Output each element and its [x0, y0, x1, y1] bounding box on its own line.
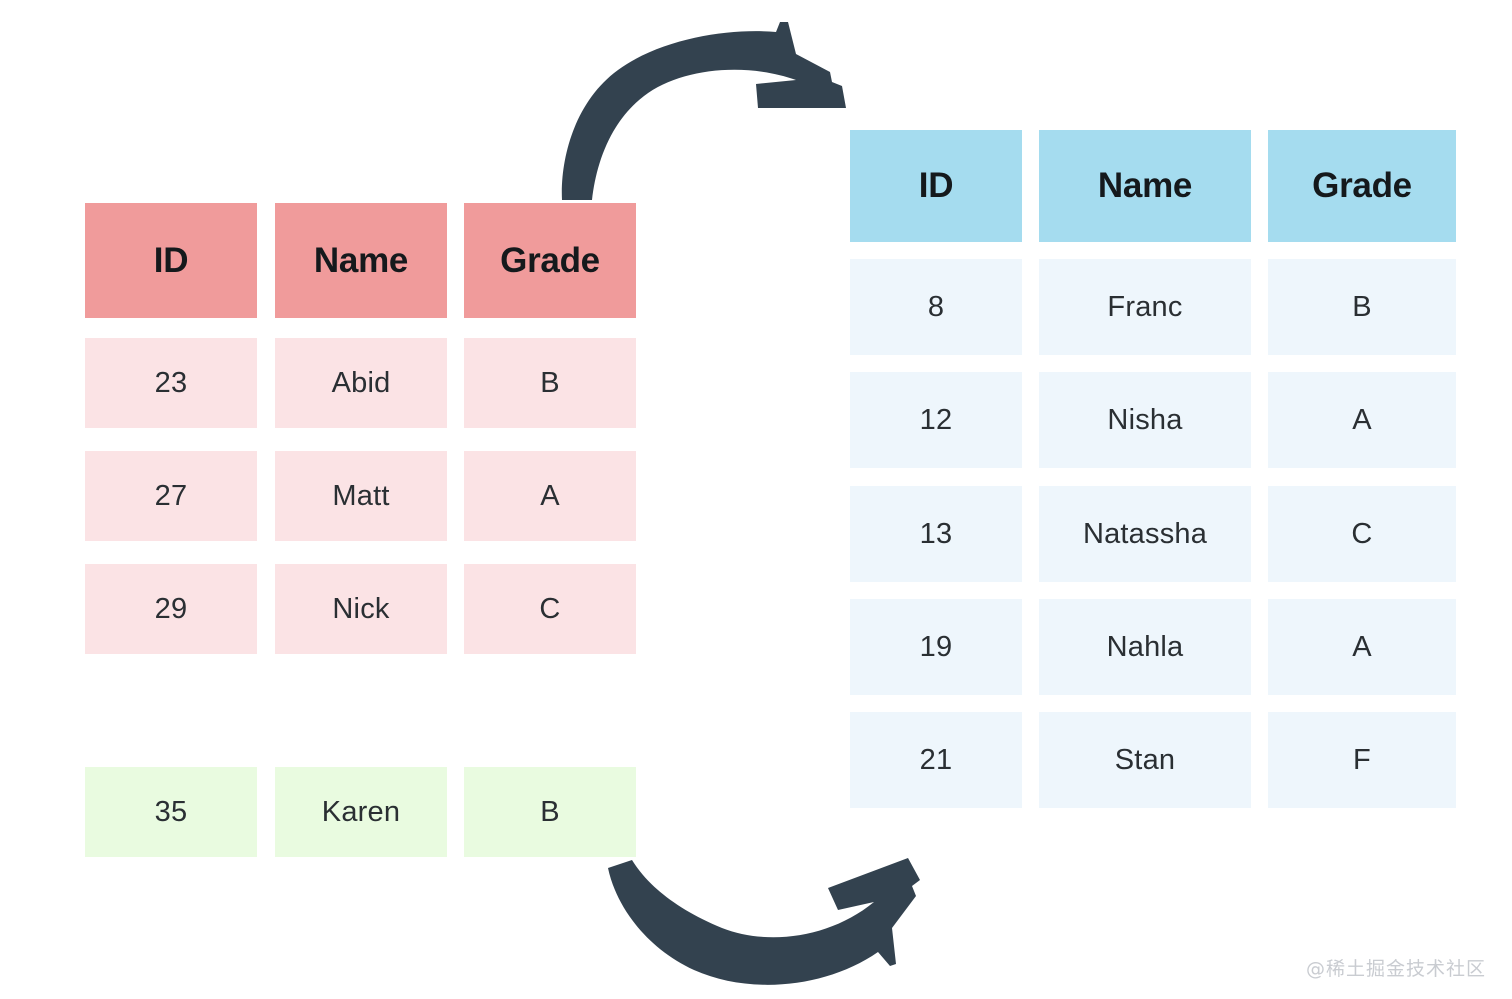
arrow-right-to-left-bottom-icon — [608, 858, 920, 985]
right-table-row: A — [1268, 372, 1456, 468]
left-table-header-name: Name — [275, 203, 447, 318]
left-table-row: B — [464, 338, 636, 428]
right-table-row: Nahla — [1039, 599, 1251, 695]
left-table-header-id: ID — [85, 203, 257, 318]
right-table-header-id: ID — [850, 130, 1022, 242]
right-table-header-name: Name — [1039, 130, 1251, 242]
right-table-row: 12 — [850, 372, 1022, 468]
right-table-row: A — [1268, 599, 1456, 695]
left-table-row: 27 — [85, 451, 257, 541]
right-table-row: C — [1268, 486, 1456, 582]
left-table-row: C — [464, 564, 636, 654]
left-table-row: 23 — [85, 338, 257, 428]
right-table-row: Franc — [1039, 259, 1251, 355]
left-table-row: Nick — [275, 564, 447, 654]
right-table-row: 21 — [850, 712, 1022, 808]
left-table-row: Abid — [275, 338, 447, 428]
left-table-row: Matt — [275, 451, 447, 541]
left-table-row: A — [464, 451, 636, 541]
right-table-row: Nisha — [1039, 372, 1251, 468]
left-table-header-grade: Grade — [464, 203, 636, 318]
arrow-left-to-right-top-icon — [561, 22, 846, 200]
right-table-row: 13 — [850, 486, 1022, 582]
right-table-row: 19 — [850, 599, 1022, 695]
right-table-row: 8 — [850, 259, 1022, 355]
right-table-row: F — [1268, 712, 1456, 808]
right-table-header-grade: Grade — [1268, 130, 1456, 242]
right-table-row: B — [1268, 259, 1456, 355]
left-table-appended-row: Karen — [275, 767, 447, 857]
right-table-row: Stan — [1039, 712, 1251, 808]
right-table-row: Natassha — [1039, 486, 1251, 582]
left-table-row: 29 — [85, 564, 257, 654]
left-table-appended-row: 35 — [85, 767, 257, 857]
left-table-appended-row: B — [464, 767, 636, 857]
watermark: @稀土掘金技术社区 — [1305, 958, 1486, 980]
